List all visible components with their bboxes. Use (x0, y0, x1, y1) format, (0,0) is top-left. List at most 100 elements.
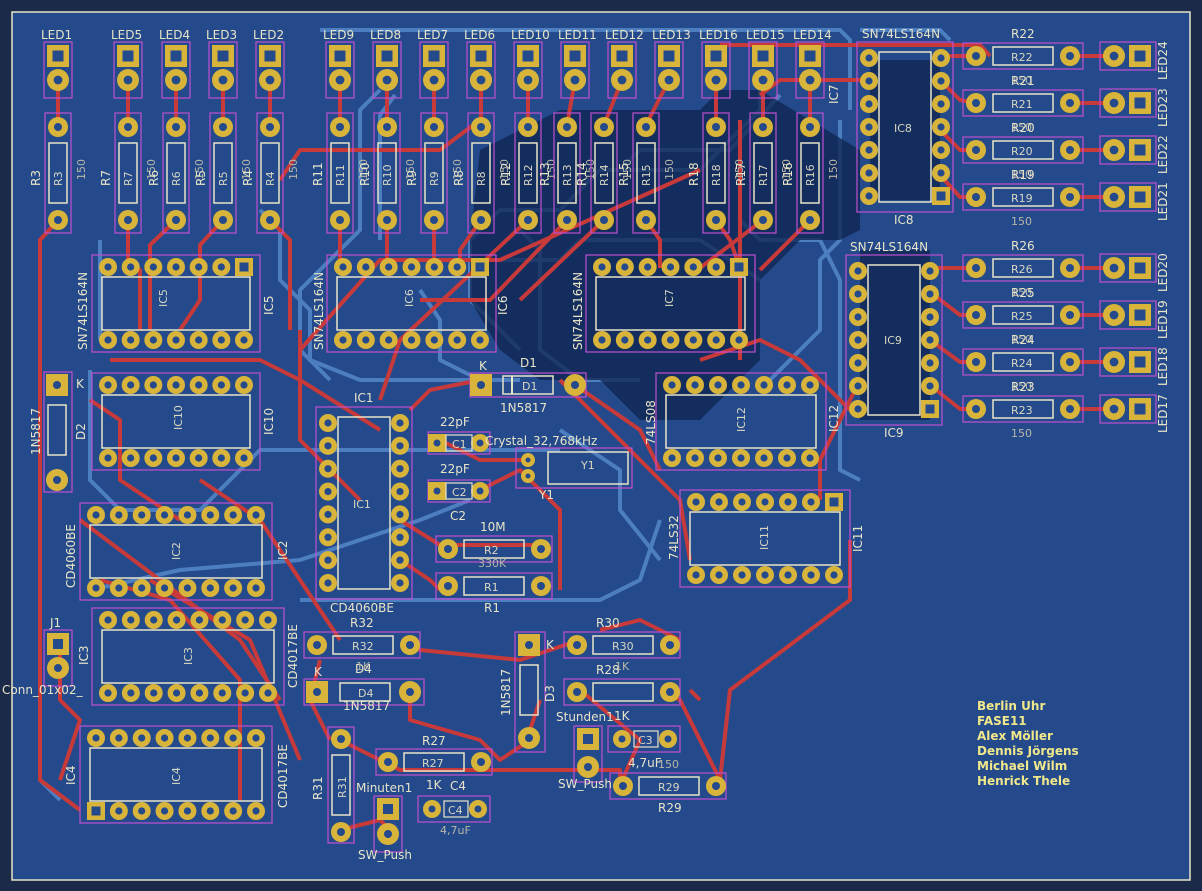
crystal-y1: Crystal_32,768kHz Y1 Y1 (485, 434, 633, 502)
ic3-part: CD4017BE (286, 624, 300, 688)
resistor-ref: R6 (147, 170, 161, 186)
c4-value: 4,7uF (440, 824, 471, 837)
led-ref: LED5 (111, 28, 142, 42)
ic9-ref: IC9 (884, 426, 904, 440)
resistor-ref: R5 (194, 170, 208, 186)
ic6-ref: IC6 (496, 295, 510, 315)
ic2-ref: IC2 (276, 540, 290, 560)
d1-ref-inner: D1 (522, 380, 537, 393)
discrete-components: K D1 D1 1N5817 D2 1N5817 K D3 1N5817 K (2, 356, 727, 862)
resistor-ref-inner: R9 (428, 171, 441, 186)
ic12-ref-inner: IC12 (735, 407, 748, 432)
led-ref: LED2 (253, 28, 284, 42)
resistor-ref-inner: R14 (598, 164, 611, 186)
resistor-ref-inner: R25 (1011, 310, 1033, 323)
r29-ref-inner: R29 (658, 781, 680, 794)
led-ref: LED24 (1156, 41, 1170, 80)
r1-ref-inner: R1 (484, 581, 499, 594)
resistor-r17: R17 R17 150 (734, 112, 793, 234)
resistor-value: 150 (240, 159, 253, 180)
credit-author-3: Michael Wilm (977, 759, 1067, 773)
j1-ref: J1 (49, 616, 61, 630)
d4-ref: D4 (355, 662, 372, 676)
resistor-ref: R17 (734, 162, 748, 186)
r2-ref: R2 (484, 544, 499, 557)
credit-author-4: Henrick Thele (977, 774, 1070, 788)
resistor-r27: R27 R27 1K (375, 734, 493, 792)
r1-value: 330K (478, 557, 507, 570)
ic4-part: CD4017BE (276, 744, 290, 808)
d3-part: 1N5817 (499, 669, 513, 716)
resistor-value: 150 (827, 159, 840, 180)
resistor-value: 150 (780, 159, 793, 180)
resistor-ref-inner: R19 (1011, 192, 1033, 205)
ic8-ref-inner: IC8 (894, 122, 912, 135)
resistor-r32: R32 R32 1K (303, 616, 421, 673)
resistor-ref: R9 (405, 170, 419, 186)
resistor-r29: R29 R29 150 (609, 758, 727, 815)
y1-ref-inner: Y1 (580, 459, 595, 472)
ic5-ref: IC5 (262, 295, 276, 315)
minuten-ref: Minuten1 (356, 781, 412, 795)
resistor-r30: R30 R30 1K (563, 616, 681, 673)
capacitor-c3: C3 4,7uF (607, 725, 681, 770)
r32-ref: R32 (350, 616, 374, 630)
resistor-value: 150 (1011, 380, 1032, 393)
led-led13: LED13 (652, 28, 691, 99)
led-led12: LED12 (605, 28, 644, 99)
led-ref: LED20 (1156, 253, 1170, 292)
ic5-ref-inner: IC5 (157, 289, 170, 307)
d2-k: K (76, 377, 85, 391)
resistor-ref-inner: R13 (561, 164, 574, 186)
ic12-ref: IC12 (827, 405, 841, 432)
d4-ref-inner: D4 (358, 687, 373, 700)
stunden-value: SW_Push (558, 777, 612, 791)
resistor-value: 150 (498, 159, 511, 180)
resistor-ref: R13 (538, 162, 552, 186)
resistor-ref-inner: R12 (522, 164, 535, 186)
resistor-ref: R26 (1011, 239, 1035, 253)
minuten-value: SW_Push (358, 848, 412, 862)
ic3-ref: IC3 (77, 645, 91, 665)
resistor-value: 150 (1011, 215, 1032, 228)
credit-class: FASE11 (977, 714, 1027, 728)
resistor-value: 150 (545, 159, 558, 180)
resistor-ref: R18 (687, 162, 701, 186)
led-led1: LED1 (41, 28, 73, 99)
led-led5: LED5 (111, 28, 143, 99)
credits-block: Berlin Uhr FASE11 Alex Möller Dennis Jör… (977, 699, 1079, 788)
r28-value: 1K (614, 709, 631, 723)
resistor-ref: R24 (1011, 333, 1035, 347)
ic4-ref: IC4 (64, 765, 78, 785)
r27-value: 1K (426, 778, 443, 792)
ic11-part: 74LS32 (667, 515, 681, 560)
r32-ref-inner: R32 (352, 640, 374, 653)
resistor-ref-inner: R10 (381, 164, 394, 186)
ic9-ref-inner: IC9 (884, 334, 902, 347)
c2-ref-inner: C2 (452, 486, 467, 499)
led-ref: LED4 (159, 28, 190, 42)
d3-k: K (546, 638, 555, 652)
crystal-value: Crystal_32,768kHz (485, 434, 597, 448)
ic1-ref: IC1 (354, 391, 374, 405)
r30-value: 1K (615, 660, 630, 673)
resistor-ref-inner: R17 (757, 164, 770, 186)
led-led11: LED11 (558, 28, 597, 99)
r2-value: 10M (480, 520, 506, 534)
led-led6: LED6 (464, 28, 496, 99)
led-led4: LED4 (159, 28, 191, 99)
ic1-part: CD4060BE (330, 601, 394, 615)
led-ref: LED7 (417, 28, 448, 42)
